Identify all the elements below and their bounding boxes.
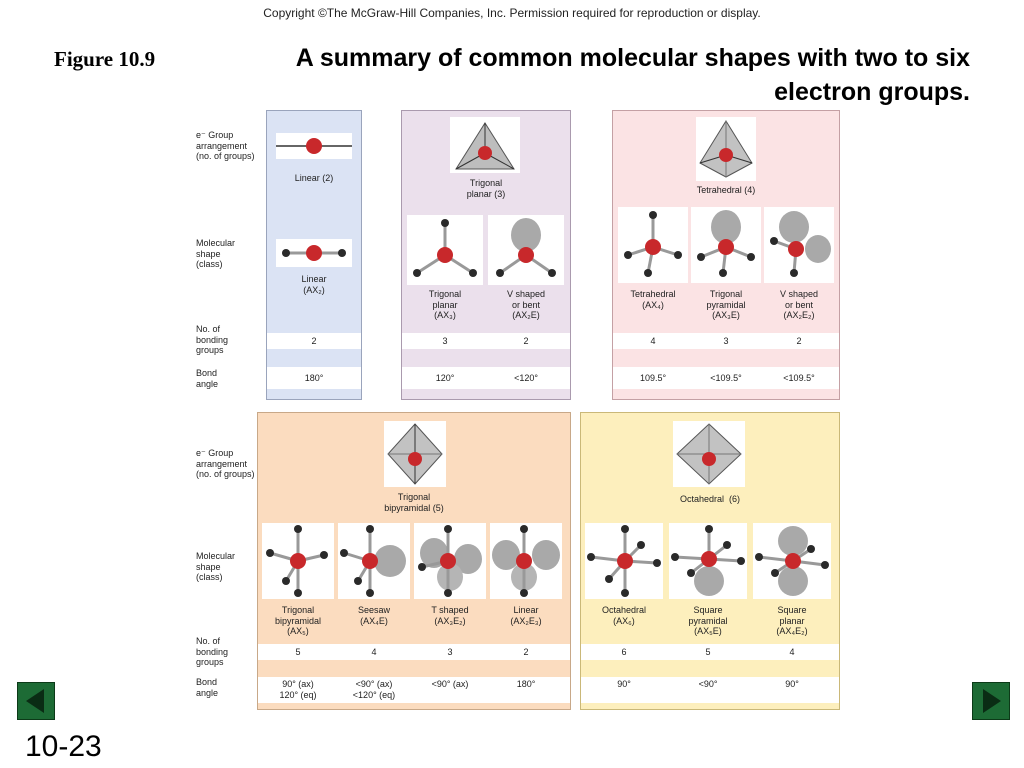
bonding-count: 4 (650, 336, 656, 346)
seesaw-molecule-image (338, 523, 410, 599)
octahedral-molecule-image (585, 523, 663, 599)
panel-linear: Linear (2) Linear (AX₂) 2 180° (266, 110, 362, 400)
bonding-row (581, 644, 839, 660)
bonding-count: 5 (295, 647, 301, 657)
figure-title: A summary of common molecular shapes wit… (295, 44, 970, 106)
angle-row (613, 367, 839, 389)
linear-molecule-image (276, 239, 352, 267)
bond-angle: 109.5° (639, 373, 667, 383)
row-label-group-arrangement: e⁻ Group arrangement (no. of groups) (196, 448, 255, 479)
trigonal-pyramidal-molecule-image (691, 207, 761, 283)
bonding-count: 3 (447, 647, 453, 657)
angle-row (581, 677, 839, 703)
trigonal-planar-molecule-image (407, 215, 483, 285)
angle-row (402, 367, 570, 389)
shape-label: Linear (AX₂E₃) (510, 605, 542, 626)
bent-molecule-image (488, 215, 564, 285)
bond-angle: 180° (516, 679, 536, 689)
shape-label: Trigonal bipyramidal (AX₅) (274, 605, 322, 636)
shape-label: T shaped (AX₃E₂) (431, 605, 469, 626)
bonding-row (258, 644, 570, 660)
bonding-count: 4 (789, 647, 795, 657)
bonding-count: 6 (621, 647, 627, 657)
bonding-row (613, 333, 839, 349)
bond-angle: <90° (ax) (431, 679, 469, 689)
row-label-bonding-groups: No. of bonding groups (196, 636, 229, 667)
shape-label: Trigonal pyramidal (AX₃E) (706, 289, 746, 320)
left-arrow-icon (26, 689, 44, 713)
bent-tetrahedral-molecule-image (764, 207, 834, 283)
t-shaped-molecule-image (414, 523, 486, 599)
tetrahedral-molecule-image (618, 207, 688, 283)
square-planar-molecule-image (753, 523, 831, 599)
previous-slide-button[interactable] (17, 682, 55, 720)
bonding-count: 2 (523, 647, 529, 657)
next-slide-button[interactable] (972, 682, 1010, 720)
bonding-count: 2 (311, 336, 317, 346)
bond-angle: <90° (698, 679, 718, 689)
shape-label: Square pyramidal (AX₅E) (688, 605, 728, 636)
shape-label: V shaped or bent (AX₂E) (506, 289, 546, 320)
bond-angle: <90° (ax) <120° (eq) (352, 679, 396, 700)
trigonal-planar-geometry-image (450, 117, 520, 173)
bonding-count: 2 (796, 336, 802, 346)
square-pyramidal-molecule-image (669, 523, 747, 599)
linear-geometry-image (276, 133, 352, 159)
bond-angle: 180° (304, 373, 324, 383)
right-arrow-icon (983, 689, 1001, 713)
bond-angle: <109.5° (783, 373, 815, 383)
bonding-count: 5 (705, 647, 711, 657)
bonding-row (402, 333, 570, 349)
row-label-bonding-groups: No. of bonding groups (196, 324, 229, 355)
bond-angle: 120° (435, 373, 455, 383)
arrangement-label: Linear (2) (294, 173, 334, 183)
panel-trigonal-bipyramidal: Trigonal bipyramidal (5) Trigonal bipyra… (257, 412, 571, 710)
arrangement-label: Trigonal planar (3) (466, 178, 506, 199)
shape-label: Tetrahedral (AX₄) (630, 289, 676, 310)
shape-label: V shaped or bent (AX₂E₂) (779, 289, 819, 320)
angle-row (258, 677, 570, 703)
bond-angle: 90° (617, 679, 631, 689)
arrangement-label: Octahedral (6) (679, 494, 741, 504)
row-label-group-arrangement: e⁻ Group arrangement (no. of groups) (196, 130, 255, 161)
trigonal-bipyramidal-molecule-image (262, 523, 334, 599)
row-label-bond-angle: Bond angle (196, 677, 219, 698)
row-label-molecular-shape: Molecular shape (class) (196, 551, 236, 582)
linear-ax2e3-molecule-image (490, 523, 562, 599)
bond-angle: 90° (785, 679, 799, 689)
octahedral-geometry-image (673, 421, 745, 487)
figure-label: Figure 10.9 (54, 47, 156, 71)
tetrahedral-geometry-image (696, 117, 756, 181)
shape-label: Octahedral (AX₆) (601, 605, 647, 626)
bonding-count: 2 (523, 336, 529, 346)
slide-number: 10-23 (25, 730, 102, 763)
bonding-count: 3 (723, 336, 729, 346)
row-label-molecular-shape: Molecular shape (class) (196, 238, 236, 269)
shape-label: Square planar (AX₄E₂) (776, 605, 808, 636)
shape-label: Seesaw (AX₄E) (357, 605, 391, 626)
bonding-row (267, 333, 361, 349)
copyright-notice: Copyright ©The McGraw-Hill Companies, In… (263, 6, 761, 20)
shape-label: Trigonal planar (AX₃) (428, 289, 462, 320)
angle-row (267, 367, 361, 389)
arrangement-label: Tetrahedral (4) (696, 185, 756, 195)
arrangement-label: Trigonal bipyramidal (5) (384, 492, 444, 513)
panel-trigonal-planar: Trigonal planar (3) Trigonal planar (AX₃… (401, 110, 571, 400)
panel-octahedral: Octahedral (6) Octahedral (AX₆) Square p… (580, 412, 840, 710)
bonding-count: 3 (442, 336, 448, 346)
bonding-count: 4 (371, 647, 377, 657)
shape-label: Linear (AX₂) (301, 274, 327, 295)
trigonal-bipyramidal-geometry-image (384, 421, 446, 487)
row-label-bond-angle: Bond angle (196, 368, 219, 389)
panel-tetrahedral: Tetrahedral (4) Tetrahedral (AX₄) Trigon… (612, 110, 840, 400)
bond-angle: <109.5° (710, 373, 742, 383)
bond-angle: <120° (514, 373, 538, 383)
bond-angle: 90° (ax) 120° (eq) (279, 679, 317, 700)
